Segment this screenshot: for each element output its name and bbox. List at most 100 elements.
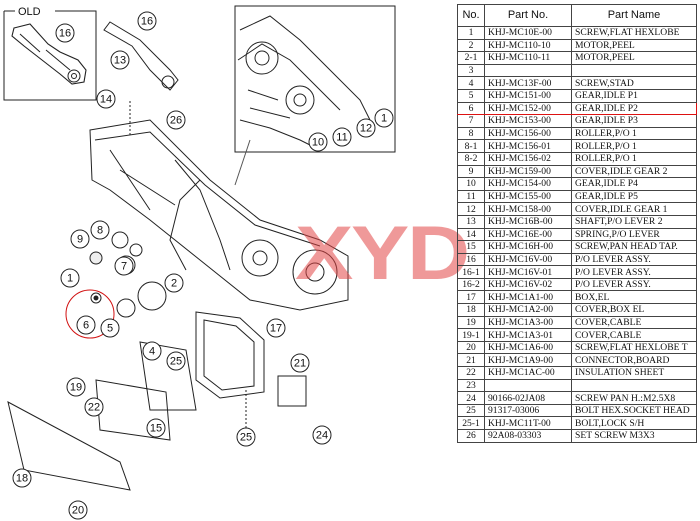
cell-name	[571, 63, 697, 78]
cell-no: 25	[457, 403, 485, 418]
header-part-name: Part Name	[571, 4, 697, 27]
cell-no: 8	[457, 126, 485, 141]
cell-no: 7	[457, 114, 485, 128]
callout-label: 25	[170, 356, 182, 368]
cell-no: 13	[457, 214, 485, 229]
callout-label: 20	[72, 505, 84, 517]
cell-pn: KHJ-MC10E-00	[484, 26, 572, 40]
header-no: No.	[457, 4, 485, 27]
cell-name: COVER,CABLE	[571, 315, 697, 330]
callout-circle	[70, 229, 90, 249]
cell-no: 14	[457, 227, 485, 242]
cell-pn: KHJ-MC153-00	[484, 114, 572, 128]
cell-name: GEAR,IDLE P2	[571, 101, 697, 116]
cell-no: 3	[457, 63, 485, 78]
callout-label: 24	[316, 430, 328, 442]
cell-name: SHAFT,P/O LEVER 2	[571, 214, 697, 229]
cell-pn: 91317-03006	[484, 403, 572, 418]
cell-no: 10	[457, 177, 485, 191]
gear-group	[89, 100, 167, 318]
cell-no: 22	[457, 366, 485, 380]
callout-circle	[100, 318, 120, 338]
cell-no: 15	[457, 240, 485, 254]
callout-circle	[96, 89, 116, 109]
callout-label: 9	[77, 234, 83, 246]
callout-label: 7	[121, 261, 127, 273]
cell-pn: 92A08-03303	[484, 429, 572, 443]
callout-circle	[110, 50, 130, 70]
callout-circle	[374, 108, 394, 128]
callout-circle	[308, 132, 328, 152]
cell-no: 16-1	[457, 265, 485, 279]
cell-pn: KHJ-MC152-00	[484, 101, 572, 116]
callout-label: 26	[170, 115, 182, 127]
callout-circle	[66, 377, 86, 397]
table-row: 3	[457, 63, 697, 78]
cell-no: 19	[457, 315, 485, 330]
cell-name: SET SCREW M3X3	[571, 429, 697, 443]
part-6-highlight	[65, 289, 115, 339]
cell-pn	[484, 63, 572, 78]
callout-label: 18	[16, 473, 28, 485]
cell-name: ROLLER,P/O 1	[571, 139, 697, 153]
main-frame	[89, 21, 349, 311]
cell-no: 8-2	[457, 151, 485, 166]
callout-label: 11	[336, 132, 347, 144]
cell-no: 1	[457, 26, 485, 40]
cell-pn: KHJ-MC1A2-00	[484, 303, 572, 317]
callout-circle	[356, 118, 376, 138]
cell-no: 8-1	[457, 139, 485, 153]
old-label: OLD	[18, 6, 41, 18]
callout-label: 12	[360, 123, 372, 135]
callout-circle	[55, 23, 75, 43]
cell-name: CONNECTOR,BOARD	[571, 353, 697, 368]
cell-pn: KHJ-MC156-02	[484, 151, 572, 166]
el-box	[7, 311, 307, 491]
cell-pn: KHJ-MC16B-00	[484, 214, 572, 229]
callout-label: 15	[150, 423, 162, 435]
callout-label: 5	[107, 323, 113, 335]
cell-no: 11	[457, 189, 485, 204]
callout-circle	[146, 418, 166, 438]
cell-name: P/O LEVER ASSY.	[571, 252, 697, 267]
callout-label: 4	[149, 346, 155, 358]
cell-pn: KHJ-MC154-00	[484, 177, 572, 191]
callout-label: 10	[312, 137, 324, 149]
callout-label: 17	[270, 323, 282, 335]
cell-name: SCREW,STAD	[571, 76, 697, 90]
callout-circle	[114, 256, 134, 276]
callout-label: 2	[171, 278, 177, 290]
cell-no: 26	[457, 429, 485, 443]
cell-name: MOTOR,PEEL	[571, 51, 697, 65]
table-row: 23	[457, 378, 697, 393]
cell-no: 12	[457, 202, 485, 216]
callout-label: 8	[97, 225, 103, 237]
cell-no: 9	[457, 164, 485, 179]
callout-label: 22	[88, 402, 100, 414]
exploded-parts-diagram: OLD	[3, 5, 396, 520]
callout-circle	[166, 110, 186, 130]
cell-pn: KHJ-MC159-00	[484, 164, 572, 179]
cell-pn: KHJ-MC1A9-00	[484, 353, 572, 368]
cell-pn: KHJ-MC16V-00	[484, 252, 572, 267]
cell-pn: KHJ-MC151-00	[484, 88, 572, 103]
cell-pn: KHJ-MC1A3-00	[484, 315, 572, 330]
cell-pn: 90166-02JA08	[484, 391, 572, 405]
cell-name: GEAR,IDLE P1	[571, 88, 697, 103]
header-part-no: Part No.	[484, 4, 572, 27]
cell-no: 25-1	[457, 416, 485, 430]
callout-circle	[84, 397, 104, 417]
callout-circle	[68, 500, 88, 520]
